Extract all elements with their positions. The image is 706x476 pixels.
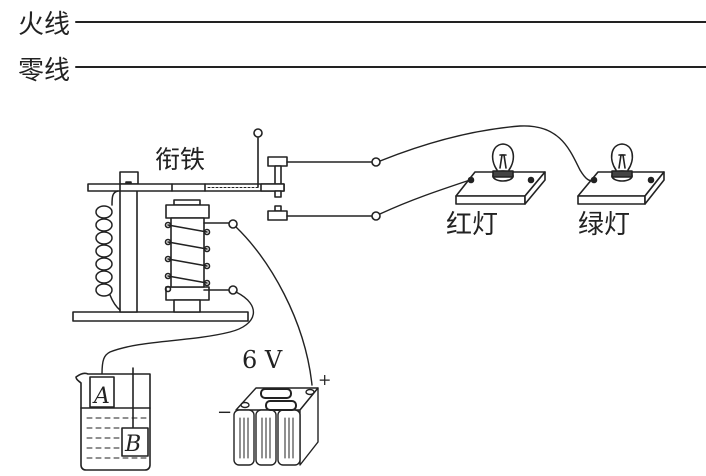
green-lamp [577,143,665,205]
green-lamp-label: 绿灯 [578,210,630,240]
relay-post [119,171,139,313]
armature-bar [87,183,285,192]
red-lamp-label: 红灯 [446,210,498,240]
electrode-b-label: B [124,432,141,457]
upper-contact [260,156,381,198]
relay-base [72,311,249,322]
electromagnet [164,199,211,313]
electrode-a [89,376,115,408]
battery-pack [233,387,319,466]
wire-lower-to-red-lamp [379,179,471,215]
armature-lever [253,128,263,188]
coil-terminal-top [203,219,238,229]
battery-positive-label: + [318,370,331,389]
live-wire-label: 火线 [18,10,70,40]
red-lamp [455,143,546,205]
wire-upper-to-green-lamp [379,125,595,182]
wire-coil-to-battery-positive [235,226,313,386]
wire-coil-to-electrode-a [101,291,255,375]
battery-voltage-label: 6 V [242,346,283,374]
battery-negative-label: − [217,402,232,423]
coil-terminal-bottom [203,285,238,295]
return-spring [95,190,121,311]
electrode-a-label: A [92,384,110,409]
lower-contact [267,205,381,221]
armature-label: 衔铁 [155,145,205,174]
neutral-wire-label: 零线 [18,56,70,86]
electrode-b [121,367,149,457]
